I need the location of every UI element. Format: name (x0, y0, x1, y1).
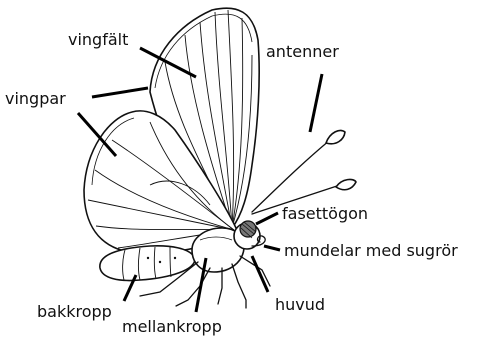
label-mundelar: mundelar med sugrör (284, 241, 458, 260)
head (234, 221, 265, 249)
label-antenner: antenner (266, 42, 339, 61)
label-fasettogon: fasettögon (282, 204, 368, 223)
leader-huvud (252, 256, 268, 292)
antennae (252, 130, 356, 214)
label-huvud: huvud (275, 295, 325, 314)
label-mellankropp: mellankropp (122, 317, 222, 336)
label-vingpar: vingpar (5, 89, 66, 108)
label-bakkropp: bakkropp (37, 302, 112, 321)
leader-antenner (310, 74, 322, 132)
label-vingfalt: vingfält (68, 30, 128, 49)
leader-mundelar (264, 246, 280, 250)
leader-fasettogon (256, 213, 278, 224)
leader-vingpar-upper (92, 88, 148, 97)
